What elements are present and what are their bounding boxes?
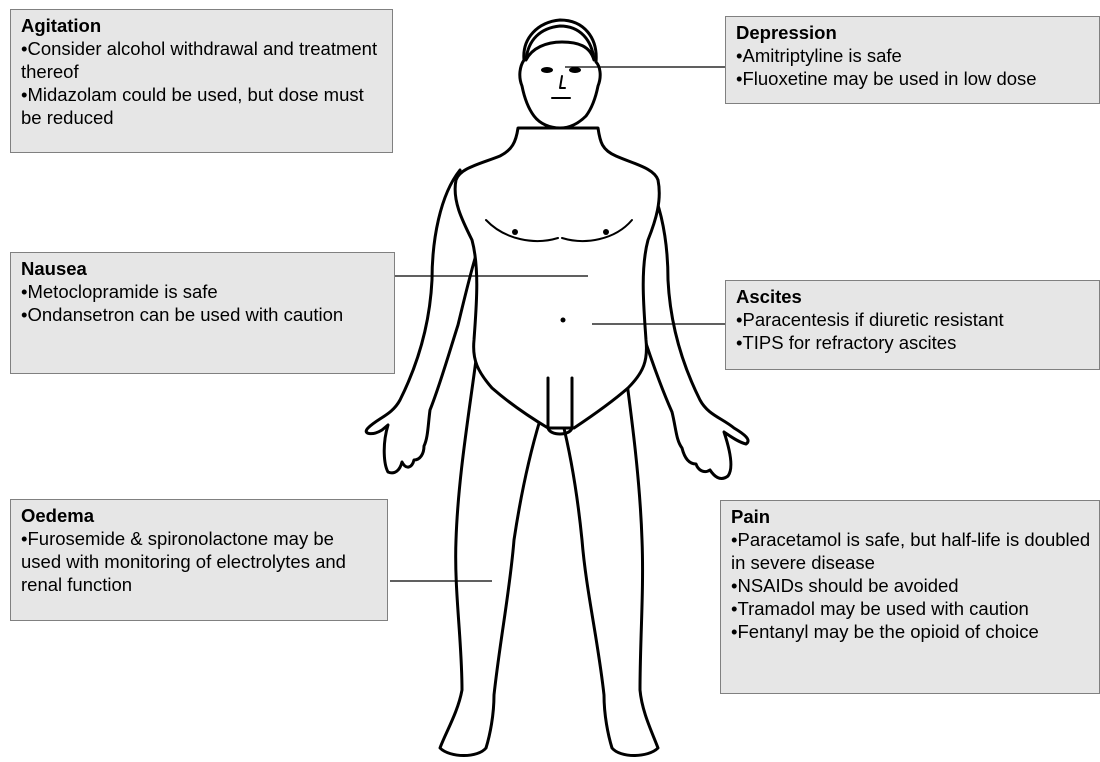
agitation-item: Midazolam could be used, but dose must b… [21, 83, 384, 129]
left-nipple [512, 229, 518, 235]
ascites-callout: Ascites Paracentesis if diuretic resista… [725, 280, 1100, 370]
ascites-title: Ascites [736, 285, 1091, 308]
ascites-item: Paracentesis if diuretic resistant [736, 308, 1091, 331]
ascites-list: Paracentesis if diuretic resistant TIPS … [736, 308, 1091, 354]
agitation-title: Agitation [21, 14, 384, 37]
nausea-item: Metoclopramide is safe [21, 280, 386, 303]
oedema-title: Oedema [21, 504, 379, 527]
right-nipple [603, 229, 609, 235]
nausea-title: Nausea [21, 257, 386, 280]
agitation-callout: Agitation Consider alcohol withdrawal an… [10, 9, 393, 153]
nausea-item: Ondansetron can be used with caution [21, 303, 386, 326]
left-eye [541, 67, 553, 73]
right-eye [569, 67, 581, 73]
agitation-list: Consider alcohol withdrawal and treatmen… [21, 37, 384, 129]
agitation-item: Consider alcohol withdrawal and treatmen… [21, 37, 384, 83]
pain-title: Pain [731, 505, 1091, 528]
navel [561, 318, 566, 323]
oedema-callout: Oedema Furosemide & spironolactone may b… [10, 499, 388, 621]
oedema-item: Furosemide & spironolactone may be used … [21, 527, 379, 596]
ascites-item: TIPS for refractory ascites [736, 331, 1091, 354]
left-leg [440, 360, 540, 756]
depression-item: Fluoxetine may be used in low dose [736, 67, 1091, 90]
pain-item: Tramadol may be used with caution [731, 597, 1091, 620]
nausea-callout: Nausea Metoclopramide is safe Ondansetro… [10, 252, 395, 374]
pain-callout: Pain Paracetamol is safe, but half-life … [720, 500, 1100, 694]
depression-item: Amitriptyline is safe [736, 44, 1091, 67]
pain-item: NSAIDs should be avoided [731, 574, 1091, 597]
pain-item: Fentanyl may be the opioid of choice [731, 620, 1091, 643]
depression-title: Depression [736, 21, 1091, 44]
pain-item: Paracetamol is safe, but half-life is do… [731, 528, 1091, 574]
depression-list: Amitriptyline is safe Fluoxetine may be … [736, 44, 1091, 90]
human-figure [366, 20, 748, 756]
nausea-list: Metoclopramide is safe Ondansetron can b… [21, 280, 386, 326]
oedema-list: Furosemide & spironolactone may be used … [21, 527, 379, 596]
depression-callout: Depression Amitriptyline is safe Fluoxet… [725, 16, 1100, 104]
pain-list: Paracetamol is safe, but half-life is do… [731, 528, 1091, 643]
